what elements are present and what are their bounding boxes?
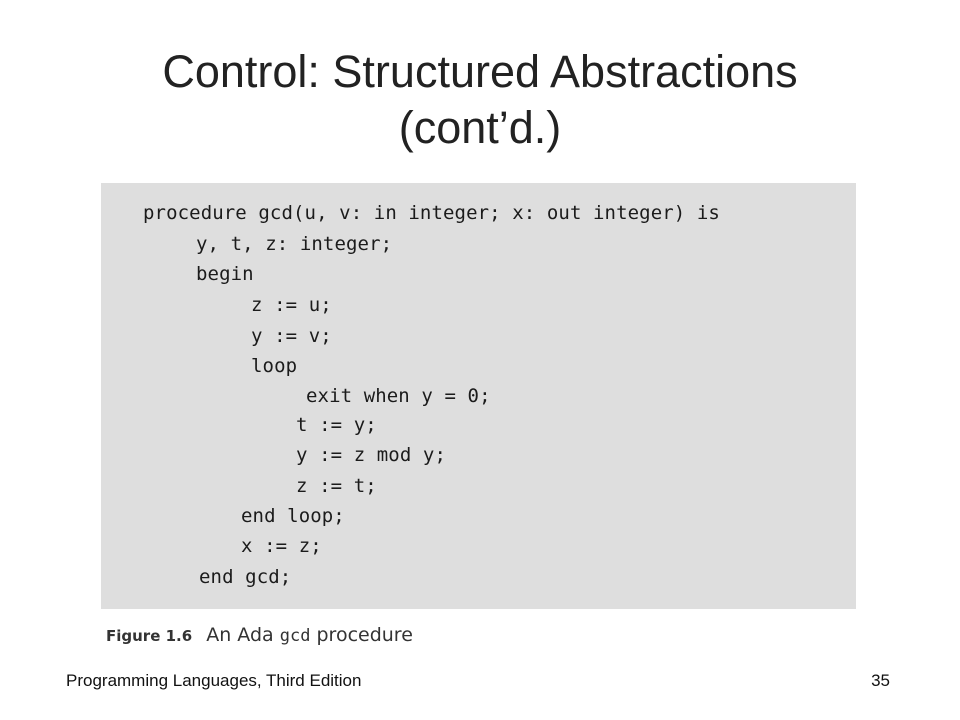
code-line: y, t, z: integer; (196, 233, 393, 255)
figure-caption-text-after: procedure (316, 624, 413, 646)
footer-book-title: Programming Languages, Third Edition (66, 671, 362, 690)
code-line: exit when y = 0; (306, 385, 491, 407)
code-line: end loop; (241, 505, 345, 527)
code-line: z := u; (251, 294, 332, 316)
code-line: z := t; (296, 475, 377, 497)
figure-caption: Figure 1.6 An Ada gcd procedure (106, 622, 413, 649)
code-listing: procedure gcd(u, v: in integer; x: out i… (101, 183, 856, 609)
code-line: t := y; (296, 414, 377, 436)
code-line: procedure gcd(u, v: in integer; x: out i… (143, 202, 720, 224)
code-line: begin (196, 263, 254, 285)
slide-title-line-2: (cont’d.) (398, 102, 562, 153)
code-line: y := z mod y; (296, 444, 447, 466)
slide-title-line-1: Control: Structured Abstractions (162, 46, 798, 97)
code-line: loop (251, 355, 298, 377)
figure-caption-code-word: gcd (279, 626, 311, 646)
code-figure: procedure gcd(u, v: in integer; x: out i… (101, 183, 856, 609)
code-line: x := z; (241, 535, 322, 557)
footer-page-number: 35 (871, 671, 890, 690)
figure-caption-text-before: An Ada (206, 624, 274, 646)
code-line: y := v; (251, 325, 332, 347)
slide-title: Control: Structured Abstractions (cont’d… (0, 44, 960, 156)
figure-caption-label: Figure 1.6 (106, 627, 193, 645)
code-line: end gcd; (199, 566, 292, 588)
